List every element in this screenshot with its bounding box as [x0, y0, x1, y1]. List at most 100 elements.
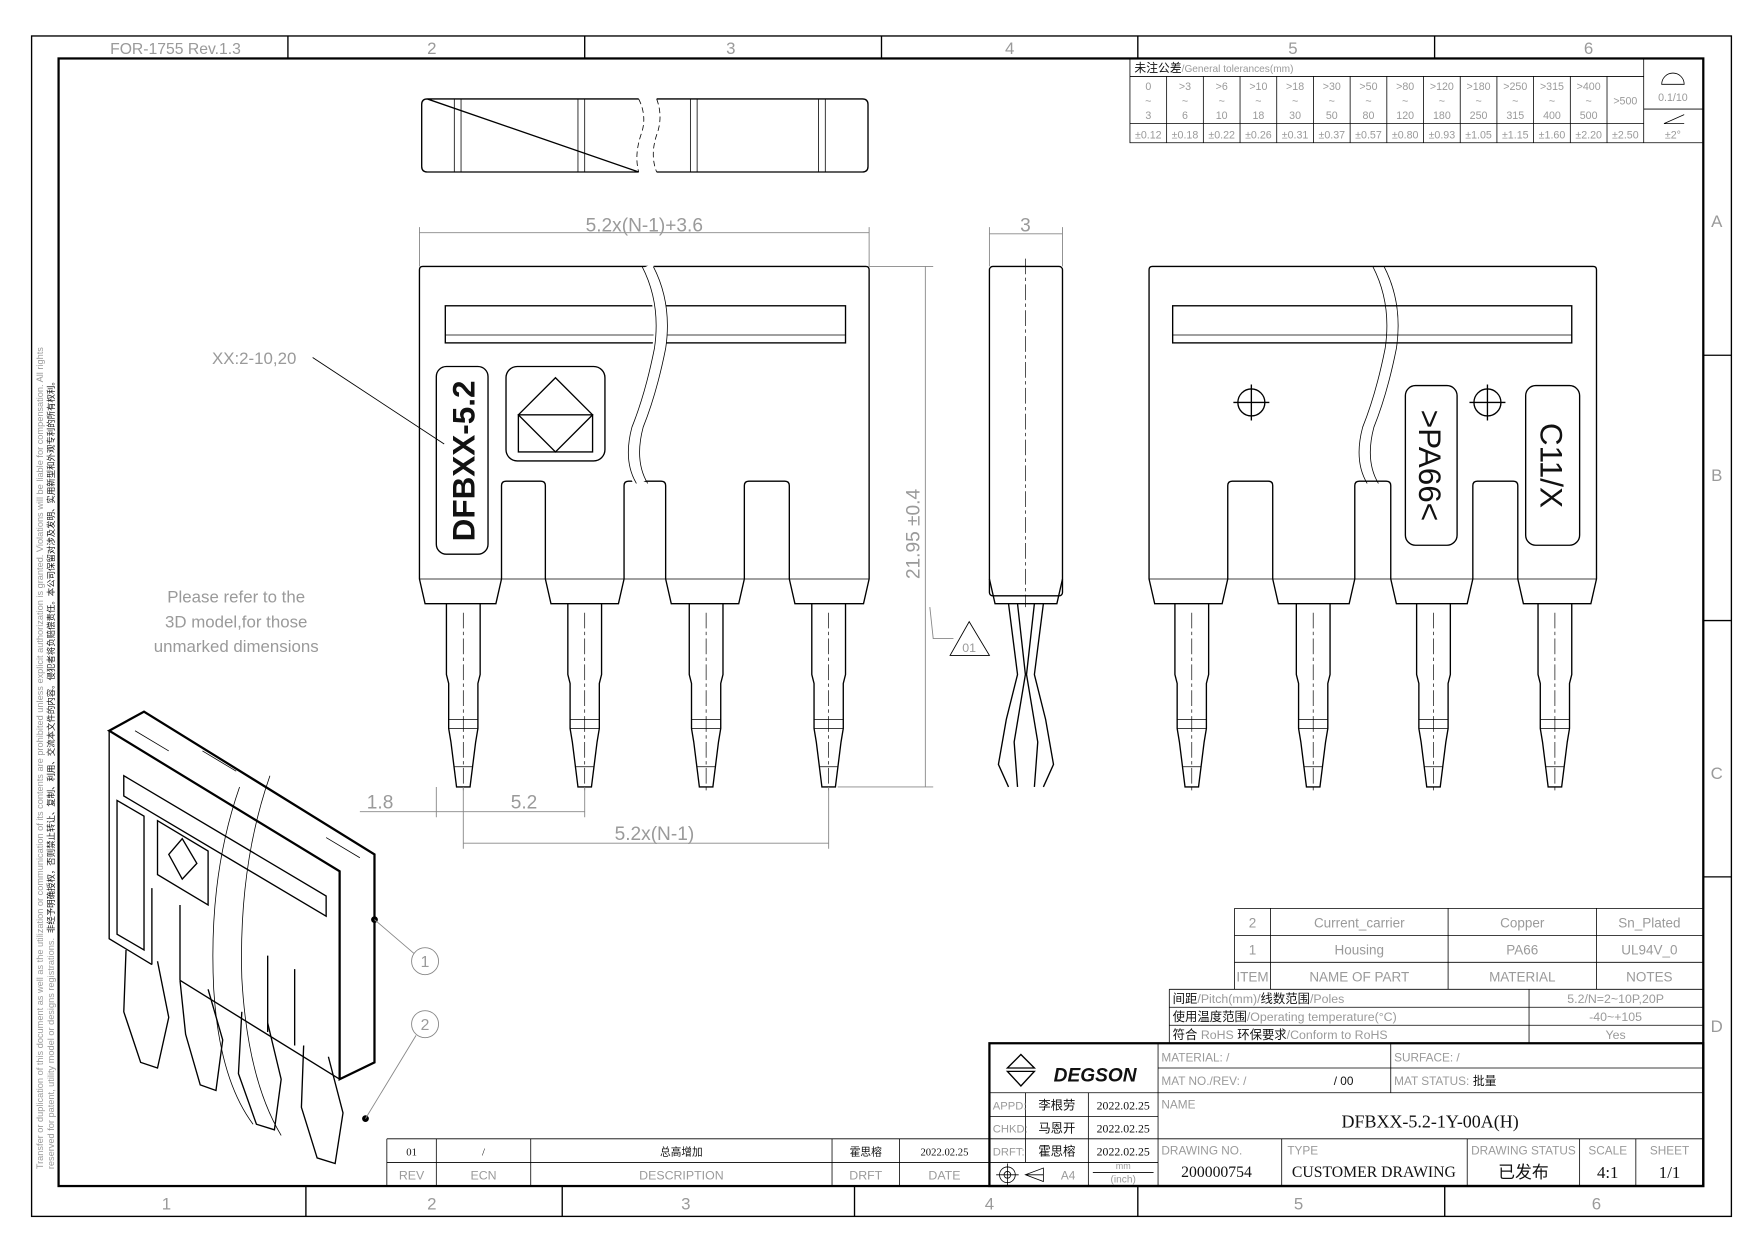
revision-header-description: DESCRIPTION	[639, 1168, 723, 1182]
parts-cell-item: 2	[1249, 915, 1257, 930]
spec-label: 使用温度范围/Operating temperature(°C)	[1173, 1009, 1397, 1024]
range-from: >250	[1503, 81, 1527, 93]
range-from: >50	[1359, 81, 1377, 93]
tolerance-value: ±0.26	[1245, 129, 1272, 141]
approval-date: 2022.02.25	[1097, 1145, 1150, 1159]
crosshair-icon	[1233, 384, 1270, 421]
range-to: 315	[1506, 110, 1524, 122]
range-from: >500	[1613, 96, 1637, 108]
spec-label-cn1: 间距	[1173, 992, 1198, 1006]
drawing-status: 已发布	[1498, 1163, 1549, 1182]
spec-value: Yes	[1606, 1028, 1626, 1042]
range-from: >18	[1286, 81, 1304, 93]
dim-height: 21.95 ±0.4	[904, 489, 925, 580]
tolerance-value: ±0.18	[1172, 129, 1199, 141]
range-to: 80	[1363, 110, 1375, 122]
legal-notice-en: reserved for patent, utility model or de…	[46, 938, 56, 1169]
zone-label: 5	[1294, 1195, 1303, 1214]
range-to: 10	[1216, 110, 1228, 122]
title-cn: 未注公差	[1134, 61, 1181, 75]
degson-logo: DEGSON	[1005, 1053, 1138, 1087]
range-to: 500	[1580, 110, 1598, 122]
range-from: >3	[1179, 81, 1191, 93]
spec-label-cn2: 环保要求	[1237, 1028, 1286, 1042]
parts-cell-item: 1	[1249, 942, 1257, 957]
revision-row: 01 / 总高增加 霍思榕 2022.02.25	[406, 1146, 968, 1159]
tolerance-value: ±0.31	[1282, 129, 1309, 141]
zone-label: D	[1711, 1017, 1723, 1036]
zone-label: 2	[427, 39, 436, 58]
revision-cell-rev: 01	[406, 1147, 417, 1159]
title-en: /General tolerances(mm)	[1182, 64, 1294, 75]
name-label: NAME	[1161, 1097, 1195, 1111]
contact-pin	[1174, 603, 1210, 793]
range-tilde: ~	[1255, 96, 1261, 108]
spec-value: -40~+105	[1589, 1010, 1642, 1024]
revision-cell-description: 总高增加	[660, 1146, 703, 1159]
isometric-view	[106, 710, 440, 1165]
range-from: >315	[1540, 81, 1564, 93]
drawing-no-label: DRAWING NO.	[1161, 1144, 1242, 1158]
sheet-label: SHEET	[1650, 1144, 1689, 1158]
callout-balloon	[411, 1010, 440, 1039]
front-marking: DFBXX-5.2	[447, 380, 482, 541]
scale-label: SCALE	[1588, 1144, 1627, 1158]
zone-label: 6	[1592, 1195, 1601, 1214]
zone-label: 4	[1005, 39, 1014, 58]
approval-role: APPD:	[993, 1101, 1027, 1113]
dim-overall-width: 5.2x(N-1)+3.6	[586, 216, 703, 237]
logo-text: DEGSON	[1054, 1065, 1138, 1086]
legal-notice-cn: 非经予明确授权，否则禁止转让、复制、利用、交流本文件的内容。侵犯者将负赔偿责任。…	[46, 377, 56, 933]
revision-cell-ecn: /	[482, 1147, 485, 1159]
logo-box	[505, 365, 606, 462]
tolerance-title: 未注公差/General tolerances(mm)	[1134, 61, 1293, 75]
degson-logo-mark	[517, 376, 594, 453]
drawing-type: CUSTOMER DRAWING	[1292, 1164, 1456, 1181]
rear-pins	[1174, 603, 1573, 793]
parts-cell-name: Current_carrier	[1314, 915, 1405, 930]
contact-pin	[1415, 603, 1452, 793]
approval-date: 2022.02.25	[1097, 1122, 1150, 1136]
parts-cell-material: PA66	[1506, 942, 1538, 957]
contact-pin	[567, 603, 603, 793]
flatness-tolerance: 0.1/10	[1658, 92, 1688, 104]
zone-label: A	[1711, 212, 1723, 231]
zone-label: 1	[162, 1195, 171, 1214]
parts-header-name: NAME OF PART	[1309, 969, 1409, 984]
tolerance-value: ±1.15	[1502, 129, 1529, 141]
unit-inch: (inch)	[1111, 1175, 1136, 1186]
dimensions	[312, 227, 1063, 849]
rear-marking-material: >PA66<	[1412, 410, 1447, 521]
material-label: MATERIAL: /	[1161, 1050, 1230, 1064]
revision-header-date: DATE	[928, 1168, 960, 1182]
range-to: 50	[1326, 110, 1338, 122]
revision-cell-drft: 霍思榕	[850, 1146, 882, 1159]
parts-cell-notes: Sn_Plated	[1618, 915, 1680, 930]
range-tilde: ~	[1402, 96, 1408, 108]
dimension-note: unmarked dimensions	[154, 637, 319, 656]
range-to: 3	[1145, 110, 1151, 122]
dim-pitch: 5.2	[511, 792, 538, 813]
zone-dividers	[287, 35, 1732, 1217]
tolerance-value: ±0.57	[1355, 129, 1382, 141]
range-to: 18	[1252, 110, 1264, 122]
range-to: 400	[1543, 110, 1561, 122]
range-tilde: ~	[1329, 96, 1335, 108]
range-from: >180	[1467, 81, 1491, 93]
side-view	[988, 258, 1064, 788]
form-id: FOR-1755 Rev.1.3	[110, 41, 241, 58]
revision-cell-date: 2022.02.25	[920, 1147, 968, 1159]
callout-number: 2	[421, 1017, 430, 1034]
range-tilde: ~	[1219, 96, 1225, 108]
mat-no-label: MAT NO./REV: /	[1161, 1074, 1247, 1088]
callout-number: 1	[421, 954, 430, 971]
approval-role: CHKD:	[993, 1124, 1028, 1136]
